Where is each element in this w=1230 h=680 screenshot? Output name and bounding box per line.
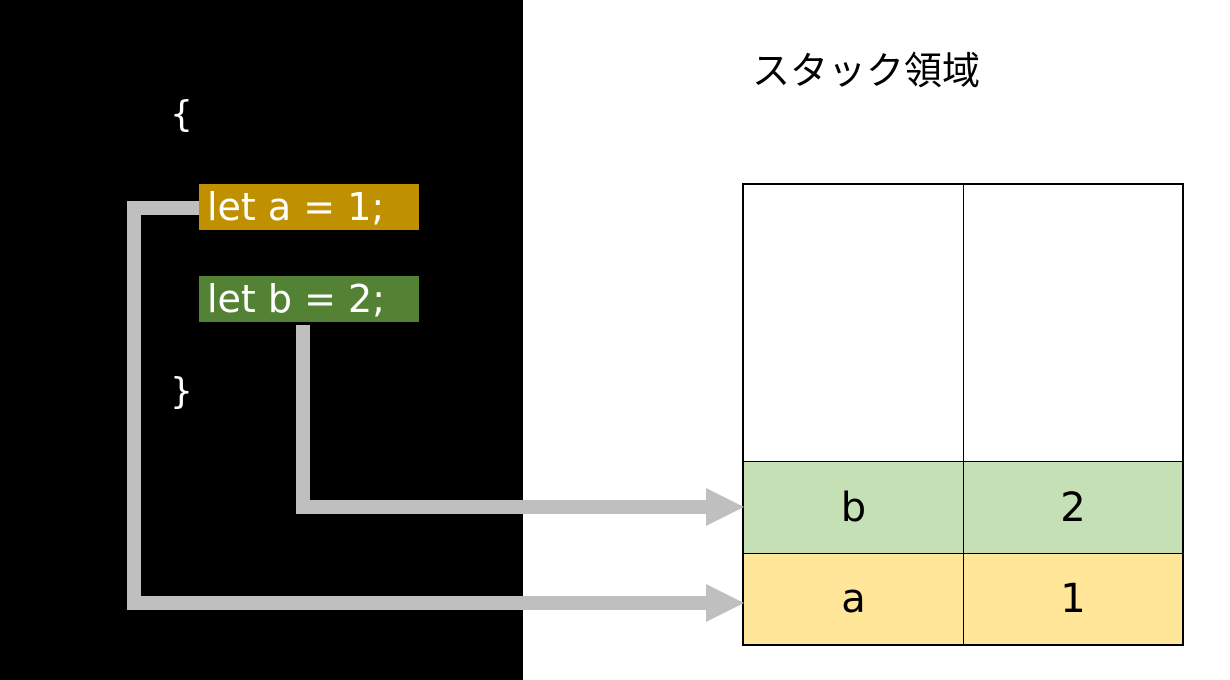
- stack-row-b-name: b: [744, 461, 964, 553]
- stack-table: b 2 a 1: [742, 183, 1184, 646]
- stack-row-a-value: 1: [964, 553, 1182, 644]
- code-panel: { let a = 1; let b = 2; }: [0, 0, 523, 680]
- close-brace: }: [170, 371, 193, 412]
- stack-title: スタック領域: [752, 49, 981, 93]
- stack-row-a-name: a: [744, 553, 964, 644]
- code-line-a: let a = 1;: [199, 184, 419, 230]
- stack-row-b-value: 2: [964, 461, 1182, 553]
- code-line-b: let b = 2;: [199, 276, 419, 322]
- arrow-b-head: [706, 488, 744, 526]
- arrow-a-head: [706, 584, 744, 622]
- column-divider: [963, 185, 964, 644]
- open-brace: {: [170, 94, 193, 135]
